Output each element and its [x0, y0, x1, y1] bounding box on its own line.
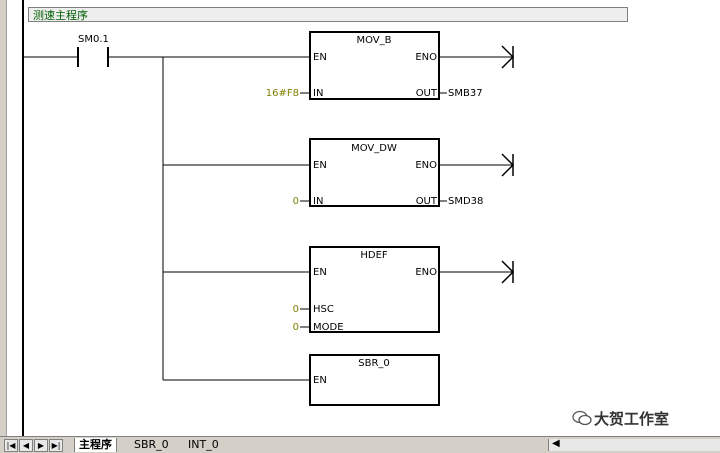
block-mov-b[interactable] [300, 31, 515, 100]
block-mov-dw[interactable] [300, 138, 515, 207]
block-mov-b-out-value[interactable]: SMB37 [448, 88, 483, 99]
block-sbr-0-en: EN [313, 375, 327, 386]
ladder-diagram: SM0.1 MOV_B EN ENO IN 16#F8 OUT SMB37 [22, 0, 515, 436]
horizontal-scrollbar[interactable] [548, 439, 720, 451]
block-hdef-title: HDEF [360, 250, 388, 261]
block-hdef-en: EN [313, 267, 327, 278]
block-mov-dw-in-label: IN [313, 196, 323, 207]
wechat-icon [572, 410, 592, 426]
block-mov-b-eno: ENO [415, 52, 437, 63]
block-mov-dw-out-label: OUT [416, 196, 438, 207]
last-tab-button[interactable]: ▶| [49, 439, 63, 452]
ladder-editor: 测速主程序 SM0.1 MOV_B EN ENO IN 16#F8 [0, 0, 670, 436]
block-mov-b-out-label: OUT [416, 88, 438, 99]
block-mov-dw-title: MOV_DW [351, 143, 397, 154]
block-hdef-mode-value[interactable]: 0 [293, 322, 299, 333]
contact-label: SM0.1 [78, 34, 109, 45]
scroll-left-arrow[interactable]: ◀ [552, 438, 560, 449]
block-hdef[interactable] [300, 246, 515, 333]
tab-bar: |◀ ◀ ▶ ▶| 主程序 SBR_0 INT_0 ◀ [0, 436, 720, 453]
block-hdef-eno: ENO [415, 267, 437, 278]
block-sbr-0[interactable] [309, 354, 440, 406]
next-tab-button[interactable]: ▶ [34, 439, 48, 452]
prev-tab-button[interactable]: ◀ [19, 439, 33, 452]
first-tab-button[interactable]: |◀ [4, 439, 18, 452]
tab-main-program[interactable]: 主程序 [74, 438, 117, 452]
block-mov-b-in-value[interactable]: 16#F8 [266, 88, 299, 99]
editor-left-margin [0, 0, 7, 436]
block-mov-dw-out-value[interactable]: SMD38 [448, 196, 483, 207]
watermark-text: 大贺工作室 [594, 410, 670, 428]
block-mov-b-title: MOV_B [356, 35, 391, 46]
tab-sbr-0[interactable]: SBR_0 [134, 438, 169, 451]
network-comment[interactable]: 测速主程序 [28, 7, 628, 22]
block-hdef-mode-label: MODE [313, 322, 344, 333]
block-mov-dw-eno: ENO [415, 160, 437, 171]
tab-int-0[interactable]: INT_0 [188, 438, 219, 451]
block-hdef-hsc-label: HSC [313, 304, 334, 315]
block-sbr-0-title: SBR_0 [358, 358, 390, 369]
block-mov-b-en: EN [313, 52, 327, 63]
block-mov-dw-en: EN [313, 160, 327, 171]
block-hdef-hsc-value[interactable]: 0 [293, 304, 299, 315]
block-mov-b-in-label: IN [313, 88, 323, 99]
contact-sm0-1[interactable] [77, 47, 109, 67]
block-mov-dw-in-value[interactable]: 0 [293, 196, 299, 207]
